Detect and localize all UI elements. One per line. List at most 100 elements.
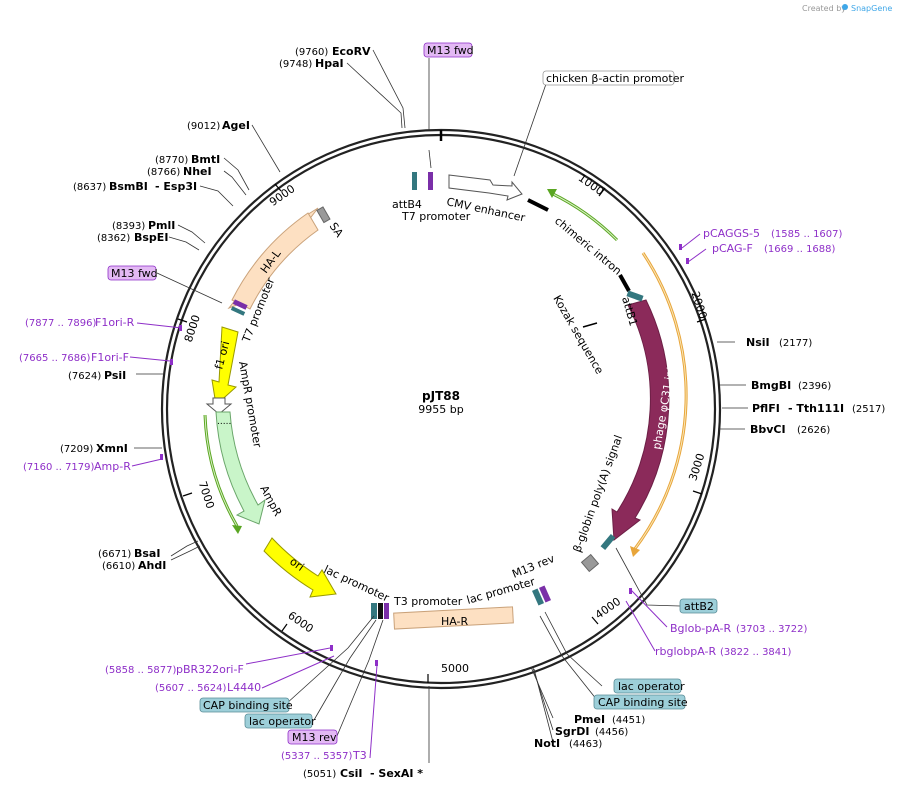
chimeric-arrowhead [547,189,557,198]
ecorv-pos: (9760) [295,47,328,58]
bglob-primer[interactable]: Bglob-pA-R [670,622,732,635]
globin-gray-box [580,553,600,573]
pmei-pos: (4451) [612,715,645,726]
l4440-primer[interactable]: L4440 [227,681,261,694]
hpai-site[interactable]: HpaI [315,57,344,70]
attb4-label: attB4 [392,198,422,211]
attb4-feature[interactable] [412,172,417,190]
pcag-primer-arrowhead [630,546,640,557]
chimeric-intron-arc-inner [550,192,618,241]
bsmbi-extra[interactable]: - Esp3I [155,180,197,193]
f1ori-f-pos: (7665 .. 7686) [19,353,91,364]
ampr-feature[interactable] [215,411,266,525]
attb2-box[interactable] [679,598,718,614]
har-feature[interactable] [393,606,514,630]
bmgbi-site[interactable]: BmgBI [751,379,791,392]
nhei-site[interactable]: NheI [183,165,212,178]
bbvci-site[interactable]: BbvCI [750,423,786,436]
attb1-feature[interactable] [626,290,644,302]
f1ori-r-primer[interactable]: F1ori-R [95,316,135,329]
amp-r-primer[interactable]: Amp-R [94,460,131,473]
pcaggs5-primer[interactable]: pCAGGS-5 [703,227,760,240]
m13rev-right-feature-a[interactable] [532,588,544,606]
bmgbi-pos: (2396) [798,381,831,392]
lac-operator-right-box[interactable] [613,678,682,694]
csii-extra[interactable]: - SexAI * [370,767,423,780]
lac-left-feature-a[interactable] [371,603,377,619]
lac-left-feature-b[interactable] [378,603,383,619]
noti-site[interactable]: NotI [534,737,560,750]
pbr322-primer[interactable]: pBR322ori-F [176,663,244,676]
ecorv-site[interactable]: EcoRV [332,45,371,58]
sgrdi-site[interactable]: SgrDI [555,725,589,738]
m13fwd-top-feature[interactable] [428,172,433,190]
f1ori-f-primer[interactable]: F1ori-F [91,351,129,364]
nsii-site[interactable]: NsiI [746,336,770,349]
ampr-promoter-arrow[interactable] [205,397,233,415]
xmni-site[interactable]: XmnI [96,442,128,455]
cap-binding-left-box[interactable] [199,697,290,713]
t7-left-feature[interactable] [232,299,248,310]
attb2-feature[interactable] [600,533,616,551]
lac-left-feature-c[interactable] [384,603,389,619]
m13rev-right-feature-b[interactable] [539,585,551,603]
tick-label-2000: 2000 [689,290,710,321]
m13fwd-left-box[interactable] [107,265,157,281]
pflfi-pos: (2517) [852,404,885,415]
pmei-site[interactable]: PmeI [574,713,605,726]
chicken-actin-promoter-bar[interactable] [527,198,549,212]
har-label: HA-R [441,615,469,628]
f1-ori-arrow[interactable] [211,326,239,406]
cap-binding-right-box[interactable] [593,694,686,710]
plasmid-name: pJT88 [422,389,460,403]
chicken-promoter-box[interactable] [542,70,675,86]
bsmbi-pos: (8637) [73,182,106,193]
ahdi-site[interactable]: AhdI [138,559,166,572]
scale-ticks [177,183,707,683]
chimeric-intron-bar[interactable] [618,274,631,292]
hal-feature[interactable] [231,212,319,310]
primer-leader-lines [129,233,707,759]
m13fwd-top-box[interactable] [423,42,473,58]
pflfi-site[interactable]: PflFI [752,402,780,415]
kozak-marker [582,322,598,328]
lac-operator-left-box[interactable] [244,713,313,729]
agei-site[interactable]: AgeI [222,119,250,132]
ampr-dots: ..... [217,417,231,427]
tick-label-6000: 6000 [285,609,315,636]
ampr-promoter-label: AmpR promoter [236,360,264,449]
cmv-enhancer-arrow[interactable] [448,174,523,201]
ori-arrow[interactable] [263,537,337,598]
leader-lines [134,49,748,763]
xmni-pos: (7209) [60,444,93,455]
tick-label-1000: 1000 [576,171,606,198]
sgrdi-pos: (4456) [595,727,628,738]
nhei-pos: (8766) [147,167,180,178]
sa-label: SA [327,220,346,240]
psii-site[interactable]: PsiI [104,369,126,382]
bmti-site[interactable]: BmtI [191,153,220,166]
bsmbi-site[interactable]: BsmBI [109,180,148,193]
rbglob-primer[interactable]: rbglobpA-R [655,645,716,658]
bsai-pos: (6671) [98,549,131,560]
kozak-label: Kozak sequence [550,293,606,377]
m13rev-inner-label: M13 rev [510,552,557,581]
bspei-site[interactable]: BspEI [134,231,168,244]
m13rev-left-box[interactable] [287,729,338,745]
attb-left-feature[interactable] [230,306,246,316]
pflfi-extra[interactable]: - Tth111I [788,402,844,415]
plasmid-size: 9955 bp [418,403,463,416]
lac-operator-right-label: lac operator [618,680,685,693]
integrase-arrow[interactable] [611,299,670,541]
hpai-pos: (9748) [279,59,312,70]
pcagf-primer[interactable]: pCAG-F [712,242,753,255]
bsai-site[interactable]: BsaI [134,547,160,560]
noti-pos: (4463) [569,739,602,750]
t3-primer[interactable]: T3 [352,749,367,762]
pmli-site[interactable]: PmlI [148,219,175,232]
pcaggs5-pos: (1585 .. 1607) [771,229,843,240]
csii-site[interactable]: CsiI [340,767,362,780]
brand-created-by: Created by [802,4,846,13]
lac-promoter-right-label: lac promoter [465,575,537,607]
